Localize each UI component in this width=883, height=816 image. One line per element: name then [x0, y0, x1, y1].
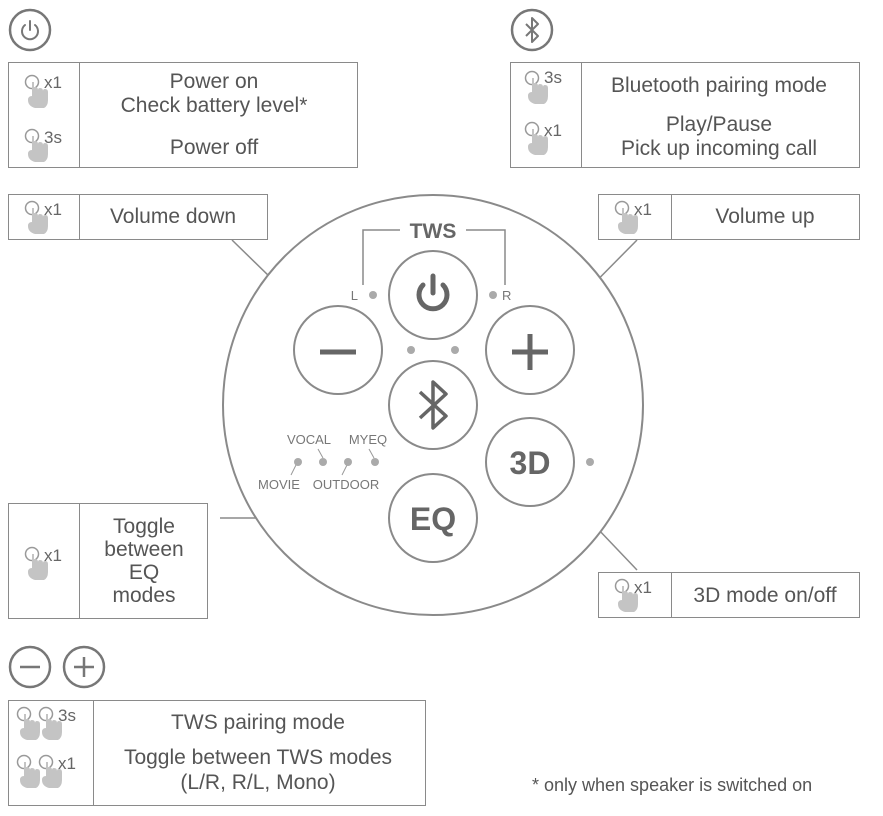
- press-count: x1: [44, 73, 62, 92]
- tws-toggle-label: Toggle between TWS modes: [123, 746, 393, 769]
- left-label: L: [351, 288, 358, 303]
- right-led: [489, 291, 497, 299]
- minus-circle-icon: [8, 645, 52, 689]
- press-duration: 3s: [58, 706, 76, 725]
- tws-pairing-label: TWS pairing mode: [171, 711, 345, 734]
- power-off-label: Power off: [169, 136, 259, 159]
- check-battery-label: Check battery level*: [120, 94, 308, 117]
- eq-led-myeq: [371, 458, 379, 466]
- press-count: x1: [44, 200, 62, 219]
- eq-led-outdoor: [344, 458, 352, 466]
- volume-down-box: [8, 194, 268, 240]
- press-count: x1: [44, 546, 62, 565]
- 3d-button[interactable]: [485, 417, 575, 507]
- eq-toggle-line3: EQ: [128, 561, 160, 584]
- eq-mode-movie: MOVIE: [258, 477, 300, 492]
- press-count: x1: [634, 578, 652, 597]
- 3d-button-label: 3D: [510, 445, 551, 481]
- pick-up-call-label: Pick up incoming call: [620, 137, 818, 160]
- tws-bracket: [362, 229, 400, 285]
- left-led: [369, 291, 377, 299]
- 3d-led: [586, 458, 594, 466]
- press-count: x1: [544, 121, 562, 140]
- eq-button[interactable]: [388, 473, 478, 563]
- volume-up-box: [598, 194, 860, 240]
- power-icon: [416, 273, 450, 312]
- plus-circle-icon: [62, 645, 106, 689]
- eq-button-label: EQ: [410, 501, 456, 537]
- eq-mode-vocal: VOCAL: [287, 432, 331, 447]
- plus-icon: [512, 334, 548, 370]
- tws-label: TWS: [410, 220, 457, 243]
- bluetooth-pairing-label: Bluetooth pairing mode: [611, 74, 827, 97]
- tws-modes-label: (L/R, R/L, Mono): [180, 771, 336, 794]
- eq-mode-myeq: MYEQ: [349, 432, 387, 447]
- footnote: * only when speaker is switched on: [532, 775, 813, 795]
- volume-up-label: Volume up: [715, 205, 815, 228]
- play-pause-label: Play/Pause: [665, 113, 773, 136]
- power-header-icon: [8, 8, 52, 52]
- power-on-label: Power on: [169, 70, 259, 93]
- press-duration: 3s: [544, 68, 562, 87]
- press-count: x1: [58, 754, 76, 773]
- eq-led-vocal: [319, 458, 327, 466]
- eq-toggle-line2: between: [104, 538, 184, 561]
- eq-mode-outdoor: OUTDOOR: [313, 477, 379, 492]
- eq-led-movie: [294, 458, 302, 466]
- bluetooth-icon: [418, 380, 448, 430]
- bluetooth-function-box: [510, 62, 860, 168]
- volume-down-label: Volume down: [109, 205, 237, 228]
- right-label: R: [502, 288, 511, 303]
- tws-function-box: [8, 700, 426, 806]
- eq-toggle-line1: Toggle: [113, 515, 175, 538]
- bluetooth-header-icon: [510, 8, 554, 52]
- press-count: x1: [634, 200, 652, 219]
- eq-toggle-line4: modes: [112, 584, 176, 607]
- press-duration: 3s: [44, 128, 62, 147]
- 3d-mode-box: [598, 572, 860, 618]
- 3d-mode-label: 3D mode on/off: [693, 584, 837, 607]
- power-function-box: [8, 62, 358, 168]
